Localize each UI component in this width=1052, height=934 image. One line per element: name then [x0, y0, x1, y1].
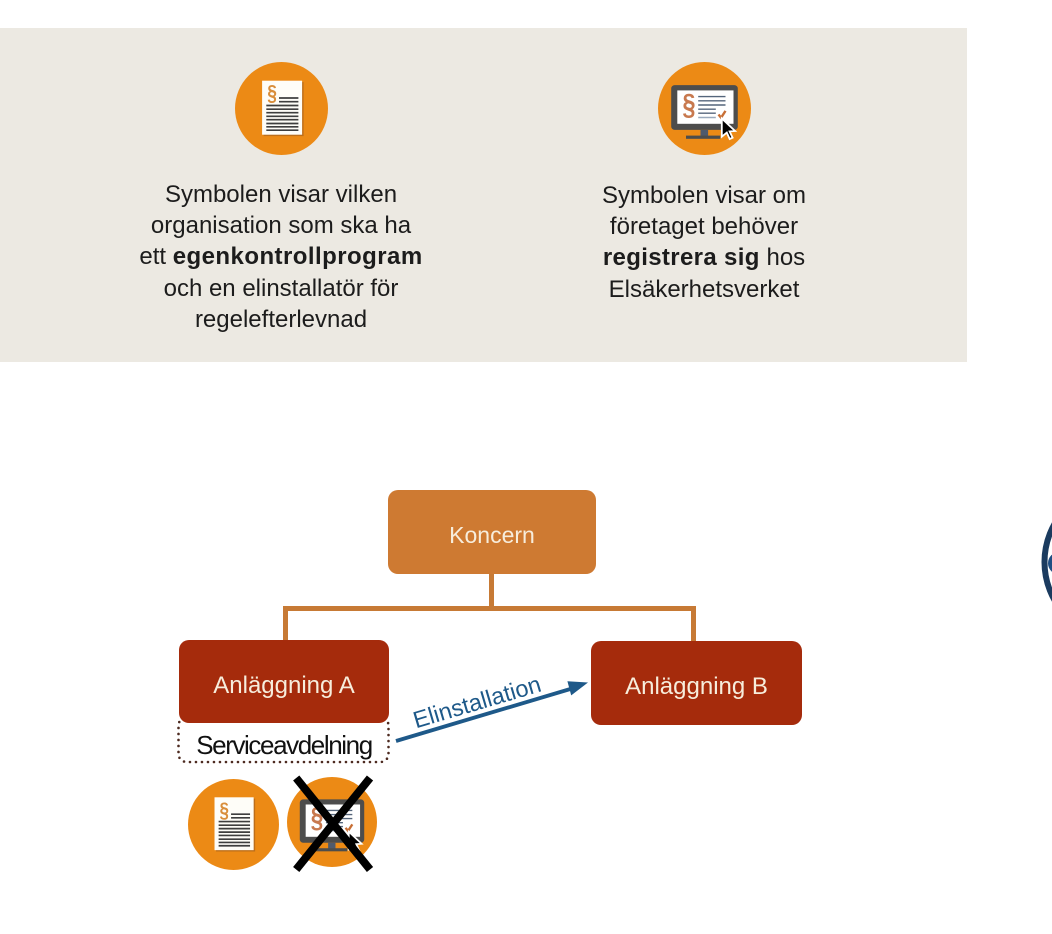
svg-text:§: §: [682, 87, 695, 120]
svg-text:§: §: [267, 81, 277, 105]
svg-text:§: §: [220, 797, 229, 821]
